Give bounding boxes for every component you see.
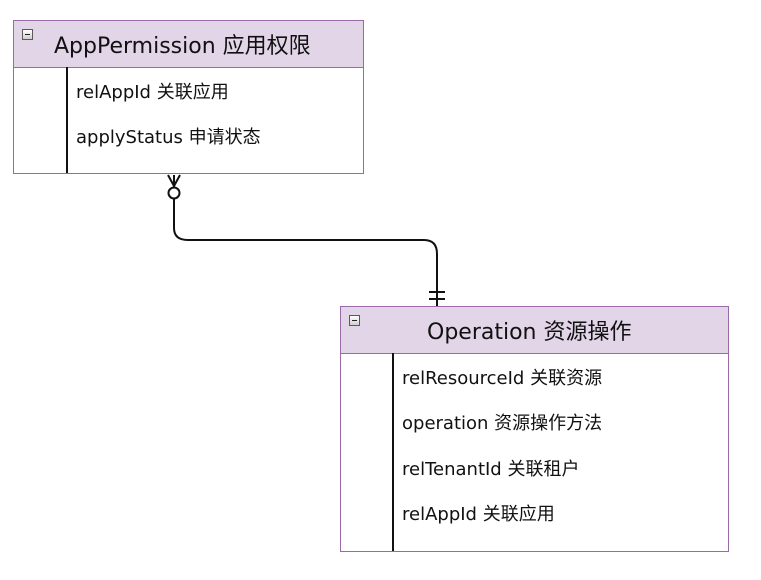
attribute-row[interactable]: applyStatus 申请状态	[76, 127, 261, 148]
entity-header: AppPermission 应用权限	[14, 21, 363, 68]
key-column-divider	[66, 67, 68, 173]
entity-title: AppPermission 应用权限	[54, 34, 311, 59]
one-and-only-one-marker	[429, 291, 445, 300]
key-column-divider	[392, 353, 394, 551]
entity-app-permission[interactable]: AppPermission 应用权限 relAppId 关联应用 applySt…	[13, 20, 364, 174]
entity-header: Operation 资源操作	[341, 307, 728, 354]
attribute-row[interactable]: relResourceId 关联资源	[402, 368, 603, 389]
collapse-icon[interactable]	[22, 29, 33, 40]
attribute-row[interactable]: relAppId 关联应用	[402, 504, 555, 525]
zero-or-many-marker	[167, 174, 181, 200]
entity-title: Operation 资源操作	[427, 320, 632, 345]
relationship-line	[173, 175, 438, 306]
collapse-icon[interactable]	[349, 315, 360, 326]
attribute-row[interactable]: operation 资源操作方法	[402, 413, 603, 434]
attribute-row[interactable]: relAppId 关联应用	[76, 82, 229, 103]
entity-operation[interactable]: Operation 资源操作 relResourceId 关联资源 operat…	[340, 306, 729, 552]
attribute-row[interactable]: relTenantId 关联租户	[402, 459, 580, 480]
